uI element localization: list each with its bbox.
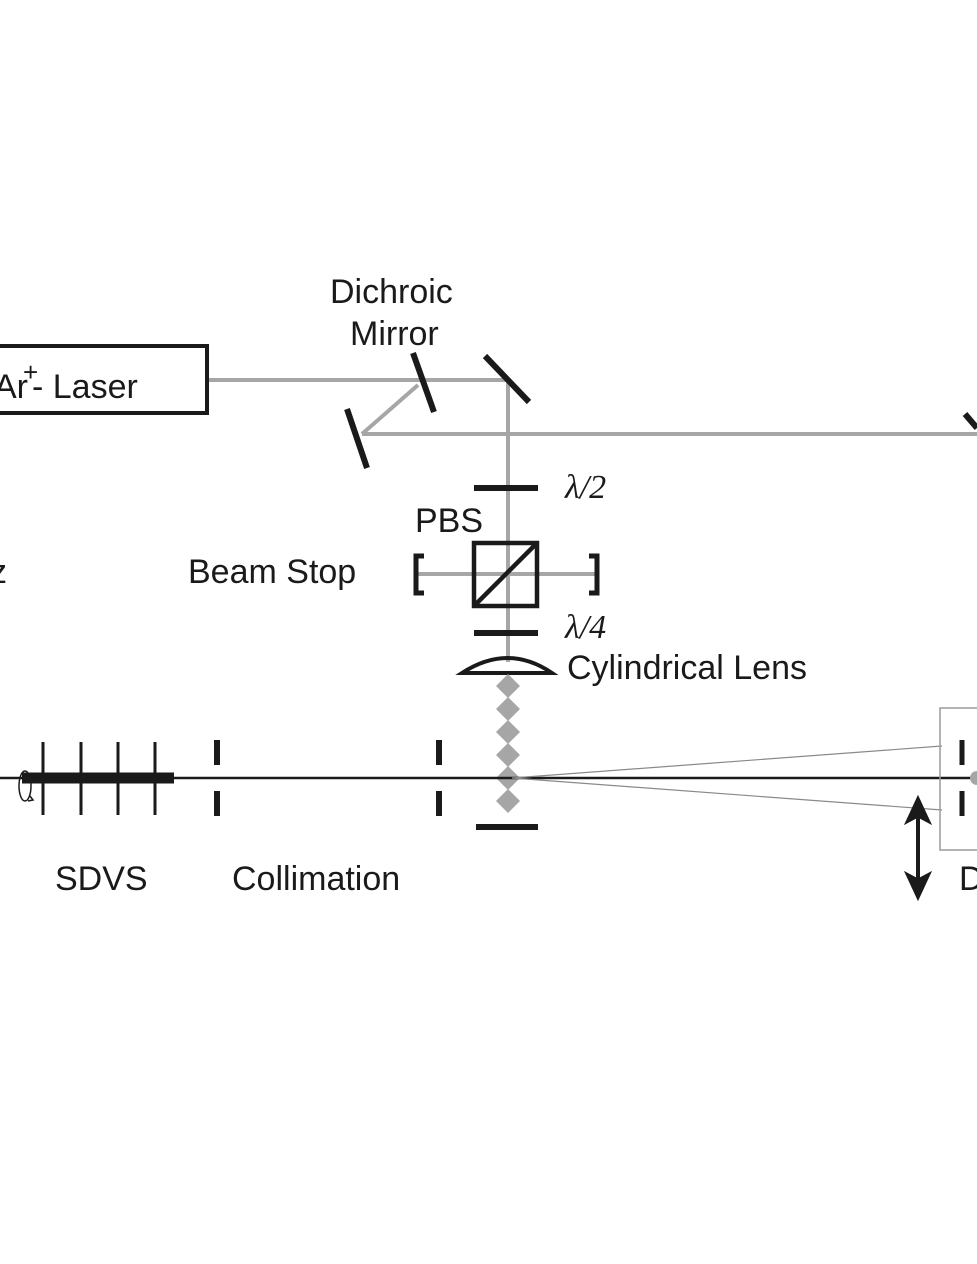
detector-box [939, 707, 977, 851]
laser-superscript: + [23, 357, 38, 387]
translation-arrow-icon [903, 794, 933, 902]
detector-element [970, 771, 977, 785]
laser-label: Ar [0, 368, 28, 406]
beam-stop-left [413, 553, 424, 596]
left-edge-fragment: z [0, 553, 7, 591]
half-wave-label: λ/2 [564, 469, 606, 506]
quarter-wave-label: λ/4 [564, 609, 606, 646]
dichroic-mirror [410, 351, 437, 414]
dichroic-label-line1: Dichroic [330, 273, 453, 311]
sdvs-label: SDVS [55, 860, 148, 898]
pbs-label: PBS [415, 502, 483, 540]
mirror-lower-left [344, 408, 370, 469]
collimation-apertures [214, 740, 442, 816]
sdvs [22, 742, 174, 815]
dichroic-label-line2: Mirror [350, 315, 439, 353]
beam-stop-brackets [413, 553, 600, 596]
cylindrical-lens [455, 656, 559, 675]
collimation-label: Collimation [232, 860, 400, 898]
pbs-cube [471, 540, 540, 609]
mirror-far-right [962, 412, 977, 430]
standing-wave [496, 674, 520, 813]
mirror-top-right [482, 353, 532, 405]
rotation-arrow-icon [18, 770, 35, 802]
laser-suffix: - Laser [32, 368, 138, 406]
beam-stop-label: Beam Stop [188, 553, 356, 591]
cylindrical-lens-label: Cylindrical Lens [567, 649, 807, 687]
right-edge-fragment: D [959, 860, 977, 898]
laser-box [0, 344, 209, 415]
mirrors [344, 351, 977, 469]
beam-reflected-diagonal [360, 383, 420, 436]
beam-stop-right [589, 553, 600, 596]
beam-cone [511, 745, 943, 811]
